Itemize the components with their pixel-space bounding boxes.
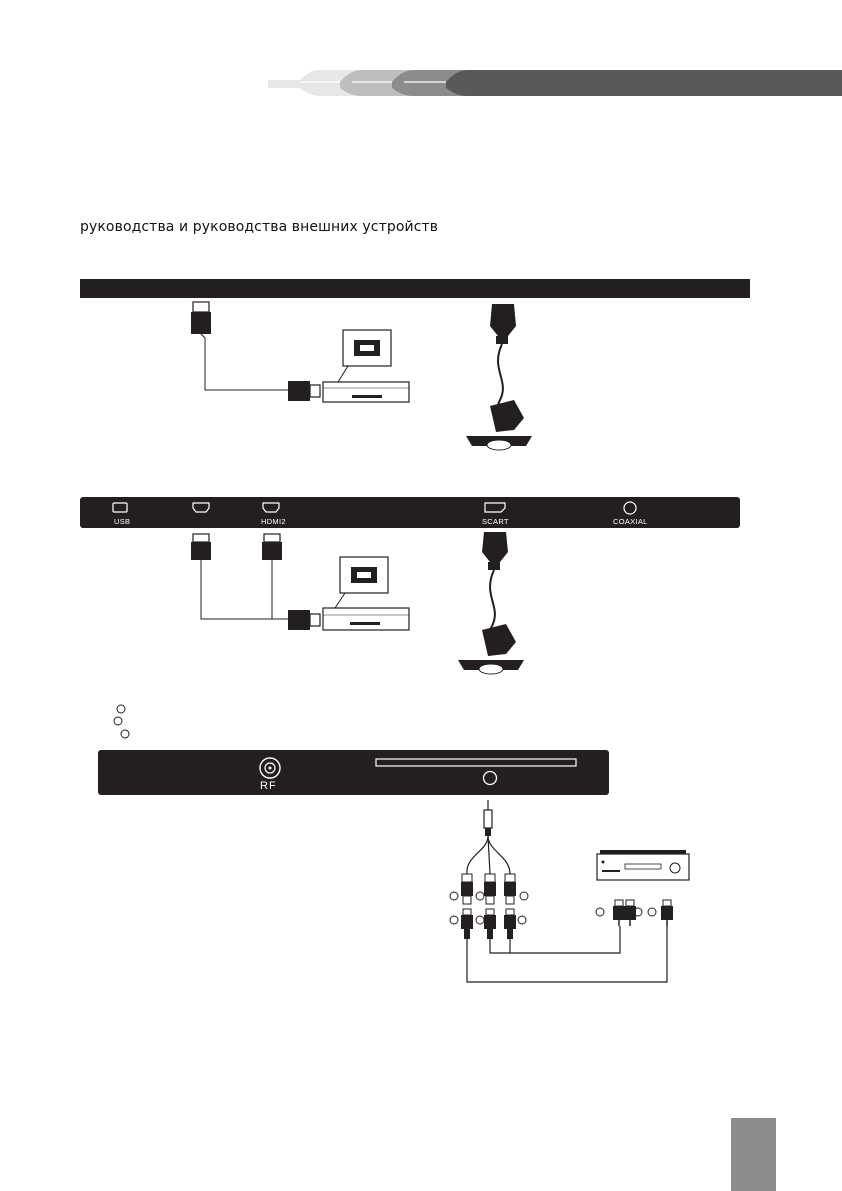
av-jack-icon [483,809,493,829]
rca-plug-icon [484,908,496,939]
hdmi-plug-icon [288,381,321,401]
hdmi2-port-icon [262,502,280,513]
hdmi-diagram-top [191,301,410,403]
page-tab [731,1118,776,1191]
intro-text: руководства и руководства внешних устрой… [80,219,439,235]
hdmi-plug-icon [262,533,282,560]
rf-port-icon [259,757,281,779]
scart-plug-icon [490,304,516,344]
device-icon [322,556,410,631]
rca-plug-icon [504,873,516,905]
hdmi-plug-icon [191,301,211,334]
audio-port-icon [482,770,498,786]
hdmi-plug-icon [191,533,211,560]
bullet-circle-icon [120,729,130,739]
rca-plug-icon [504,908,516,939]
rca-plug-icon [624,899,636,926]
rca-plug-icon [613,899,625,926]
usb-port-icon [112,502,128,513]
rca-plug-icon [461,873,473,905]
coaxial-port-label: COAXIAL [613,517,648,526]
hdmi2-port-label: HDMI2 [261,517,286,526]
scart-plug-icon [490,400,524,432]
hdmi-plug-icon [288,610,321,630]
header-ribbon [268,70,842,96]
hdmi-diagram-bottom [191,533,410,631]
scart-plug-icon [482,624,516,656]
device-icon [322,329,410,403]
bullet-circle-icon [113,716,123,726]
scart-plug-icon [482,532,508,570]
port-panel: USB HDMI2 SCART COAXIAL [80,497,740,528]
dvd-player-icon [596,850,690,881]
rca-plug-icon [484,873,496,905]
hdmi1-port-icon [192,502,210,513]
section-bar [80,279,750,298]
panel-slot [375,758,577,767]
scart-port-label: SCART [482,517,509,526]
scart-port-icon [484,502,506,513]
scart-cable-bottom [458,532,524,675]
rca-plug-icon [461,908,473,939]
scart-cable-top [466,304,532,451]
rf-label: RF [260,780,277,792]
bullet-circle-icon [116,704,126,714]
rca-plug-icon [661,899,673,926]
coaxial-port-icon [623,501,637,515]
bullet-markers [113,704,130,739]
rf-panel: RF [98,750,609,795]
usb-port-label: USB [114,517,131,526]
av-cable-diagram [449,800,690,983]
